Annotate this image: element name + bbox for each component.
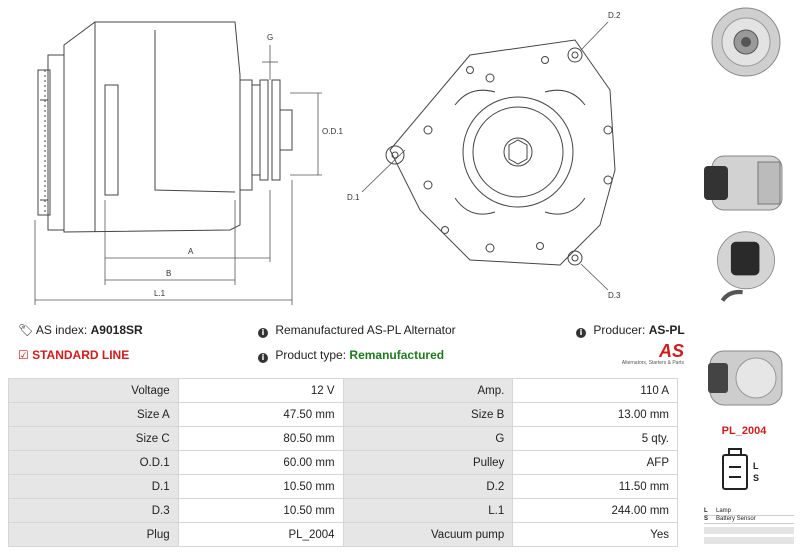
product-photo-side[interactable] [698,140,794,224]
spec-value: 5 qty. [512,426,678,451]
standard-line-label: STANDARD LINE [32,348,130,362]
spec-label: Size B [342,402,514,427]
legend-pin: L [704,508,708,514]
label-g: G [267,33,273,42]
spec-value: 13.00 mm [512,402,678,427]
producer: i Producer: AS-PL [576,322,685,338]
product-photo-rear[interactable] [698,225,794,309]
checkbox-icon: ☑ [18,348,29,362]
spec-value: 11.50 mm [512,474,678,499]
legend-desc: Lamp [716,508,732,514]
label-d2: D.2 [608,11,621,20]
legend-row: L Lamp [704,508,794,516]
label-a: A [188,247,194,256]
tag-icon: 🏷︎ [18,323,34,337]
spec-value: 244.00 mm [512,498,678,523]
plug-pin-s: S [753,473,759,483]
legend-row: S Battery Sensor [704,516,794,524]
spec-label: G [342,426,514,451]
as-index: 🏷︎ AS index: A9018SR [18,322,143,338]
producer-label: Producer: [593,323,646,337]
spec-value: Yes [512,522,678,547]
dimension-lines [34,45,322,305]
asl-logo: AS Alternators, Starters & Parts [612,342,684,366]
front-view [361,21,616,291]
product-type: i Product type: Remanufactured [258,347,444,363]
product-title: i Remanufactured AS-PL Alternator [258,322,456,338]
technical-drawing: G O.D.1 A B L.1 D.1 D.2 D.3 [34,11,621,305]
spec-label: Voltage [8,378,179,403]
spec-value: 110 A [512,378,678,403]
plug-legend: L Lamp S Battery Sensor [704,508,794,544]
label-l1: L.1 [154,289,166,298]
spec-label: Size C [8,426,179,451]
legend-pin: S [704,516,709,522]
spec-label: Plug [8,522,179,547]
info-icon: i [576,328,586,338]
logo-mark: AS [658,341,684,361]
spec-label: D.2 [342,474,514,499]
spec-label: Size A [8,402,179,427]
standard-line: ☑ STANDARD LINE [18,347,129,363]
as-index-value[interactable]: A9018SR [90,323,143,337]
spec-label: D.1 [8,474,179,499]
plug-connector-diagram: L S [722,448,759,490]
spec-value: 80.50 mm [177,426,344,451]
producer-value: AS-PL [648,323,685,337]
info-icon: i [258,353,268,363]
product-title-text: Remanufactured AS-PL Alternator [275,323,456,337]
spec-value: AFP [512,450,678,475]
spec-value: 10.50 mm [177,474,344,499]
plug-code: PL_2004 [721,425,767,437]
info-icon: i [258,328,268,338]
product-type-label: Product type: [275,348,347,362]
spec-label: O.D.1 [8,450,179,475]
as-index-label: AS index: [35,323,88,337]
legend-desc: Battery Sensor [716,516,756,522]
logo-tagline: Alternators, Starters & Parts [621,360,684,366]
spec-label: Amp. [342,378,514,403]
spec-value: 10.50 mm [177,498,344,523]
spec-value: 47.50 mm [177,402,344,427]
spec-label: Pulley [342,450,514,475]
spec-value: PL_2004 [177,522,344,547]
label-d1: D.1 [347,193,360,202]
spec-value: 12 V [177,378,344,403]
spec-label: Vacuum pump [342,522,514,547]
label-od1: O.D.1 [322,127,343,136]
plug-pin-l: L [753,461,759,471]
label-d3: D.3 [608,291,621,300]
product-photo-angle[interactable] [698,335,794,419]
label-b: B [166,269,171,278]
product-type-value: Remanufactured [349,348,445,362]
product-photo-front[interactable] [698,2,794,86]
spec-label: L.1 [342,498,514,523]
side-view [37,21,293,233]
spec-label: D.3 [8,498,179,523]
spec-value: 60.00 mm [177,450,344,475]
product-photos: L S [692,0,800,557]
